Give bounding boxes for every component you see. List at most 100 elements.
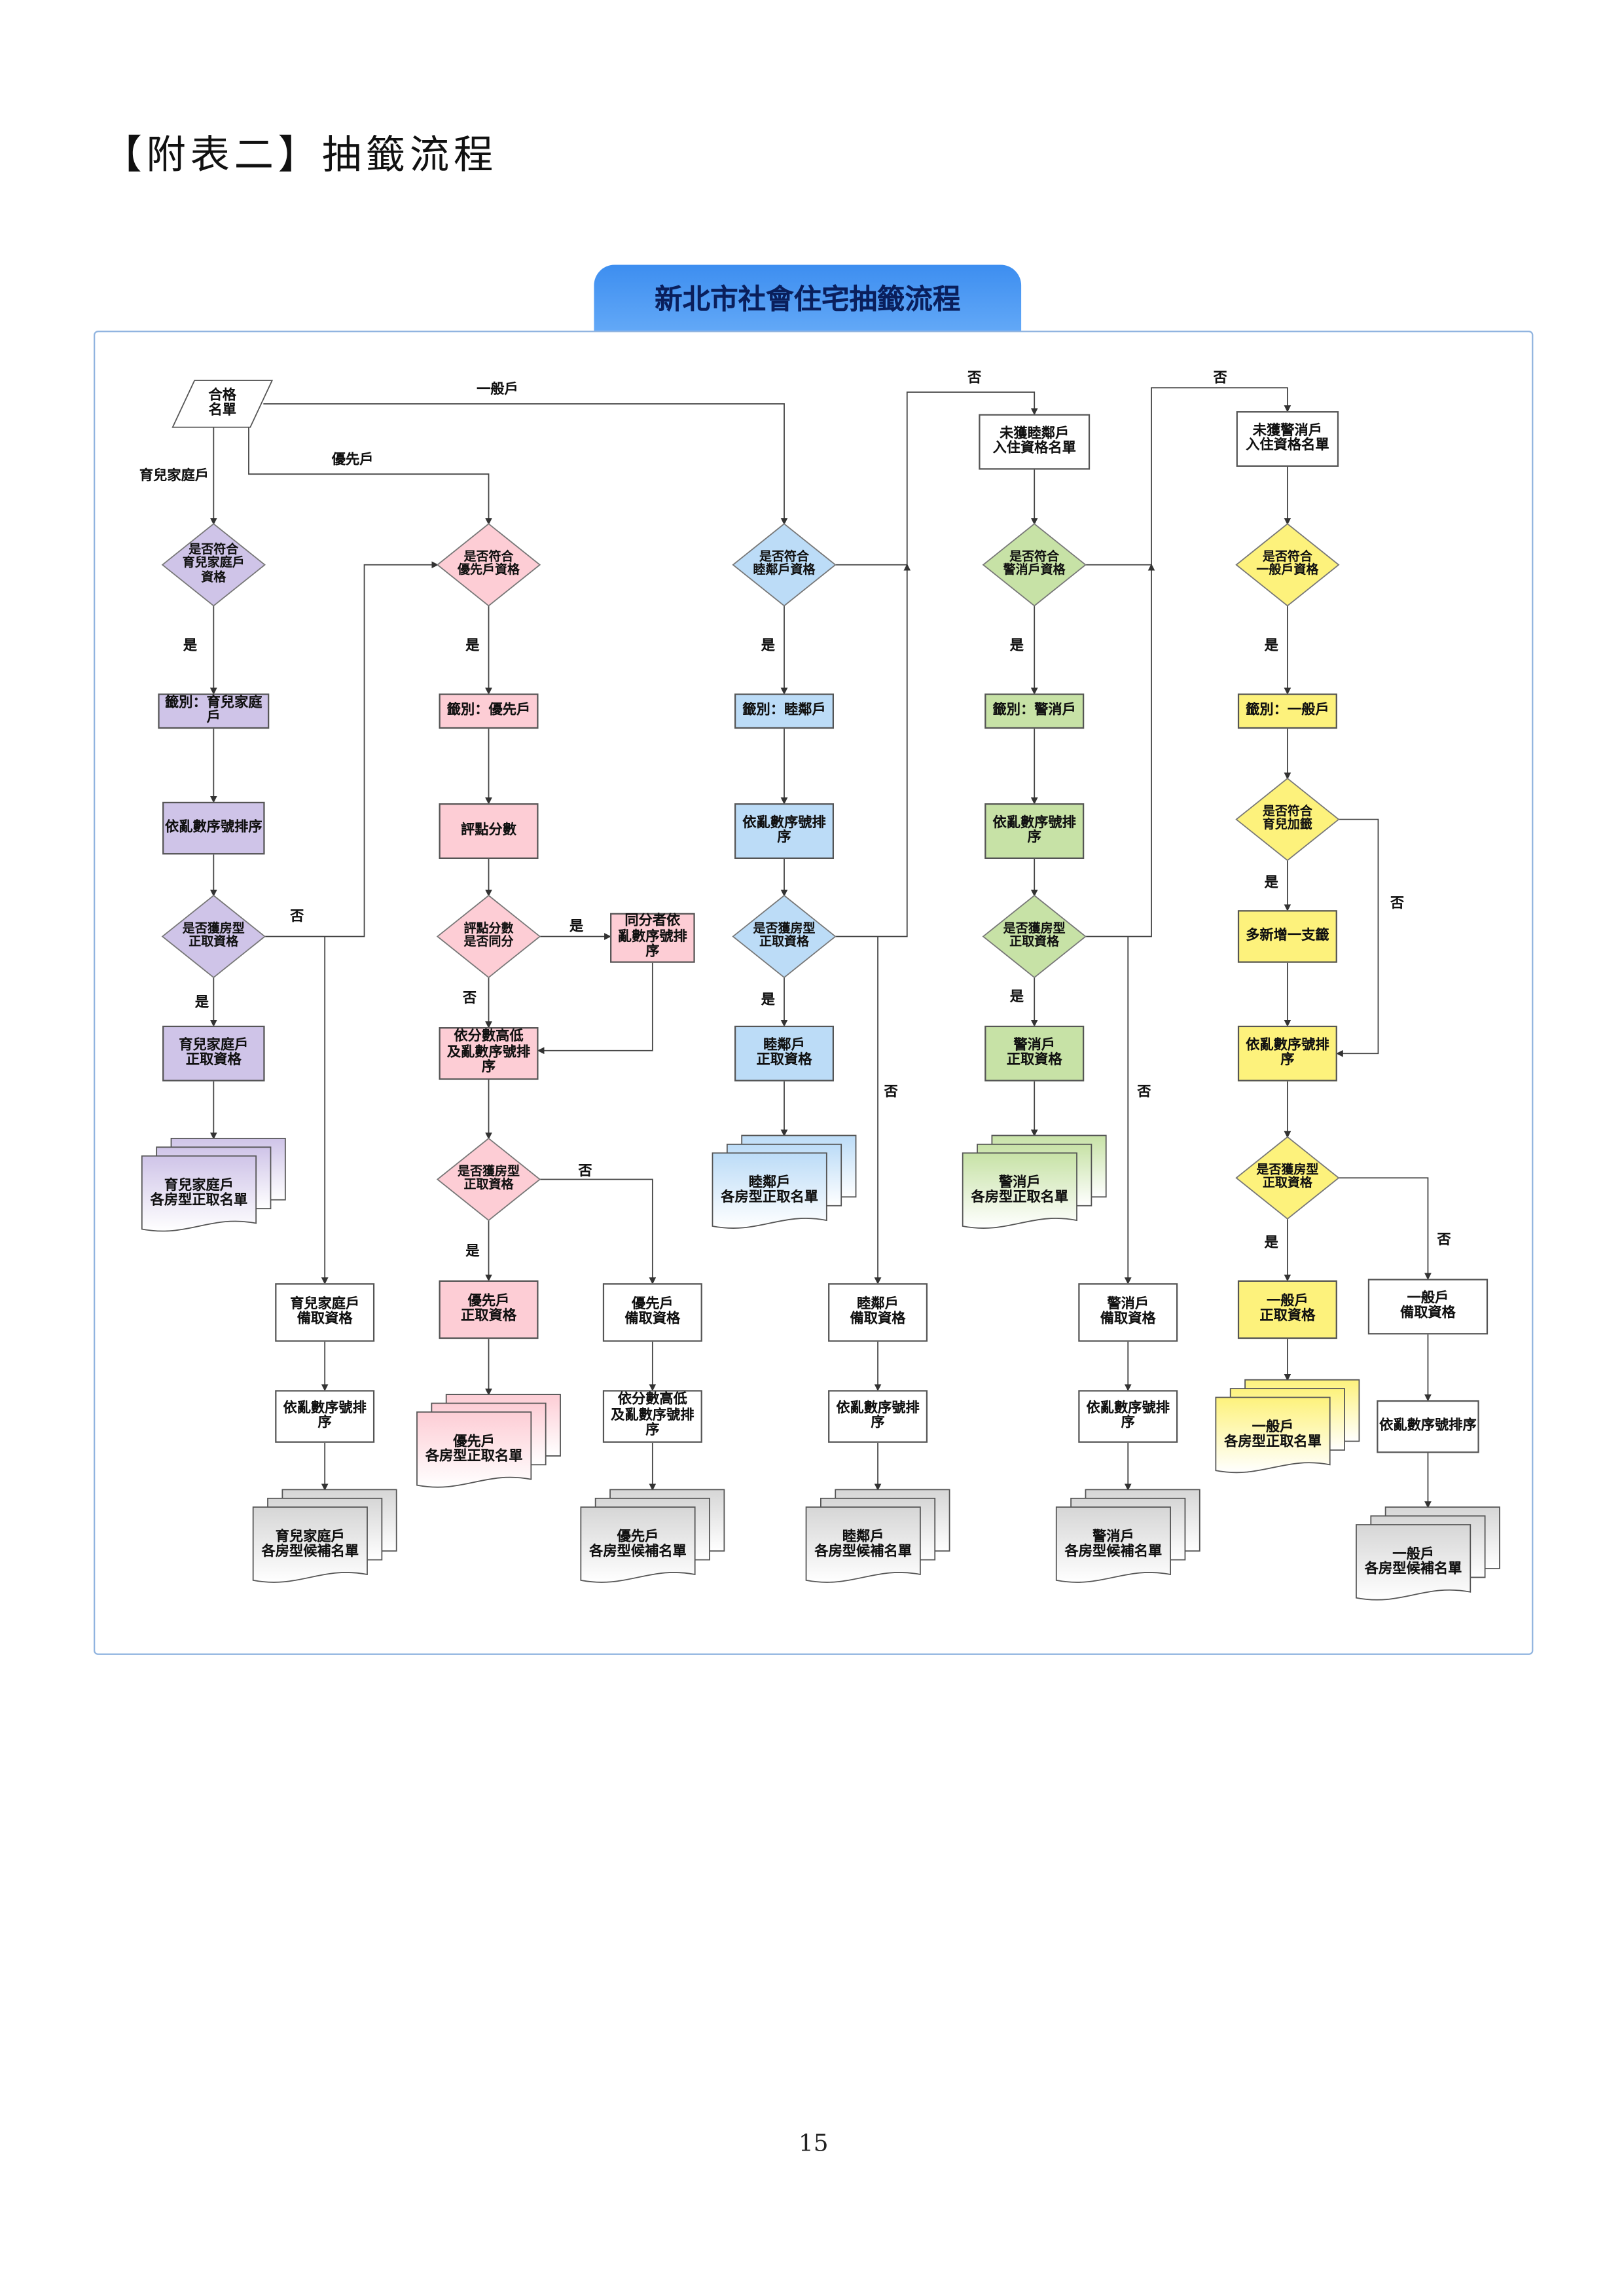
process-b-lot: 籤別：睦鄰戶: [734, 693, 835, 729]
doc-shape: [962, 1135, 1107, 1229]
process-k-bk: 優先戶 備取資格: [602, 1283, 702, 1342]
process-k-score: 評點分數: [439, 803, 539, 860]
process-g-lot: 籤別：警消戶: [984, 693, 1085, 729]
dia-shape: [161, 523, 266, 607]
node-text: 評點分數 是否同分: [463, 921, 514, 950]
connector-arrow: [835, 391, 1038, 566]
process-p-bk: 育兒家庭戶 備取資格: [275, 1283, 375, 1342]
node-text: 依亂數序號排序: [836, 1400, 920, 1431]
document-y-doc: 一般戶 各房型正取名單: [1215, 1379, 1360, 1474]
decision-y-q1: 是否符合 一般戶資格: [1235, 523, 1340, 607]
process-g-bk: 警消戶 備取資格: [1078, 1283, 1178, 1342]
node-text: 是否符合 育兒加籤: [1262, 804, 1312, 833]
decision-g-q1: 是否符合 警消戶資格: [982, 523, 1087, 607]
process-p-sort: 依亂數序號排序: [162, 801, 265, 855]
document-k-doc: 優先戶 各房型正取名單: [416, 1394, 561, 1488]
node-text: 籤別：睦鄰戶: [742, 702, 826, 718]
document-k-bkdoc: 優先戶 各房型候補名單: [580, 1489, 725, 1583]
node-text: 是否獲房型 正取資格: [182, 921, 245, 950]
dia-shape: [1235, 777, 1340, 862]
node-text: 育兒家庭戶 各房型候補名單: [261, 1528, 359, 1560]
connector-arrow: [263, 403, 788, 525]
edge-label-no: 否: [1213, 370, 1227, 387]
node-text: 合格 名單: [208, 387, 236, 419]
decision-k-q2: 是否獲房型 正取資格: [436, 1137, 541, 1222]
decision-k-q1: 是否符合 優先戶資格: [436, 523, 541, 607]
process-p-bksort: 依亂數序號排序: [275, 1390, 375, 1443]
process-y-bk: 一般戶 備取資格: [1367, 1279, 1489, 1335]
edge-label-yes: 是: [761, 992, 776, 1008]
edge-label-yes: 是: [1264, 638, 1278, 655]
node-text: 是否符合 育兒家庭戶 資格: [182, 543, 245, 585]
connector-arrow: [1339, 1177, 1432, 1281]
node-text: 是否獲房型 正取資格: [753, 921, 816, 950]
node-text: 育兒家庭戶 備取資格: [290, 1296, 360, 1328]
dia-shape: [1235, 1136, 1340, 1220]
dia-shape: [161, 894, 266, 979]
dia-shape: [436, 523, 541, 607]
node-text: 優先戶 各房型正取名單: [425, 1433, 523, 1465]
dia-shape: [982, 894, 1087, 979]
node-text: 是否符合 睦鄰戶資格: [753, 549, 816, 578]
process-y-extra: 多新增一支籤: [1237, 910, 1337, 963]
document-p-bkdoc: 育兒家庭戶 各房型候補名單: [252, 1489, 397, 1583]
process-y-unq: 未獲警消戶 入住資格名單: [1236, 411, 1339, 467]
edge-label-no: 否: [1137, 1084, 1151, 1100]
node-text: 睦鄰戶 各房型候補名單: [814, 1528, 912, 1560]
node-text: 是否符合 警消戶資格: [1003, 549, 1066, 578]
doc-shape: [1055, 1489, 1200, 1583]
node-text: 依分數高低 及亂數序號排序: [611, 1392, 695, 1439]
process-k-tiesort: 同分者依 亂數序號排序: [610, 913, 695, 963]
node-text: 是否獲房型 正取資格: [1256, 1163, 1319, 1191]
node-text: 依亂數序號排序: [992, 814, 1076, 846]
node-text: 警消戶 正取資格: [1006, 1036, 1062, 1068]
node-text: 評點分數: [461, 822, 516, 839]
process-y-lot: 籤別：一般戶: [1237, 693, 1337, 729]
process-b-ok: 睦鄰戶 正取資格: [734, 1025, 835, 1081]
document-b-bkdoc: 睦鄰戶 各房型候補名單: [805, 1489, 950, 1583]
document-b-doc: 睦鄰戶 各房型正取名單: [712, 1135, 857, 1229]
process-b-sort: 依亂數序號排序: [734, 803, 835, 860]
edge-label-yes: 是: [761, 638, 776, 655]
edge-label-yes: 是: [183, 638, 198, 655]
edge-label-childcare: 育兒家庭戶: [139, 468, 209, 484]
document-g-doc: 警消戶 各房型正取名單: [962, 1135, 1107, 1229]
node-text: 依亂數序號排序: [742, 814, 826, 846]
doc-shape: [712, 1135, 857, 1229]
edge-label-no: 否: [1390, 895, 1405, 912]
doc-shape: [805, 1489, 950, 1583]
input-start: 合格 名單: [171, 380, 274, 428]
node-text: 育兒家庭戶 正取資格: [179, 1036, 249, 1068]
process-p-ok: 育兒家庭戶 正取資格: [162, 1025, 265, 1081]
edge-label-yes: 是: [465, 1243, 480, 1260]
dia-shape: [732, 523, 837, 607]
node-text: 依亂數序號排序: [1379, 1417, 1477, 1434]
flowchart-title: 新北市社會住宅抽籤流程: [594, 264, 1022, 331]
node-text: 同分者依 亂數序號排序: [617, 913, 687, 960]
dia-shape: [436, 894, 541, 979]
node-text: 依亂數序號排序: [164, 819, 262, 835]
dia-shape: [1235, 523, 1340, 607]
node-text: 育兒家庭戶 各房型正取名單: [150, 1177, 248, 1209]
doc-shape: [141, 1138, 286, 1232]
node-text: 依分數高低 及亂數序號排序: [446, 1029, 531, 1076]
dia-shape: [982, 523, 1087, 607]
doc-shape: [580, 1489, 725, 1583]
process-k-bksort: 依分數高低 及亂數序號排序: [602, 1390, 702, 1443]
decision-k-tie: 評點分數 是否同分: [436, 894, 541, 979]
node-text: 籤別：一般戶: [1246, 702, 1329, 718]
edge-label-no: 否: [967, 370, 982, 387]
document-y-bkdoc: 一般戶 各房型候補名單: [1356, 1506, 1500, 1601]
decision-g-q2: 是否獲房型 正取資格: [982, 894, 1087, 979]
node-text: 籤別：優先戶: [446, 702, 531, 718]
process-b-bksort: 依亂數序號排序: [828, 1390, 928, 1443]
process-k-ok: 優先戶 正取資格: [439, 1280, 539, 1339]
node-text: 睦鄰戶 正取資格: [756, 1036, 812, 1068]
node-text: 一般戶 各房型候補名單: [1364, 1546, 1462, 1578]
process-g-unq: 未獲睦鄰戶 入住資格名單: [979, 414, 1091, 470]
process-p-lot: 籤別：育兒家庭戶: [158, 693, 270, 729]
decision-b-q1: 是否符合 睦鄰戶資格: [732, 523, 837, 607]
decision-y-q2: 是否符合 育兒加籤: [1235, 777, 1340, 862]
